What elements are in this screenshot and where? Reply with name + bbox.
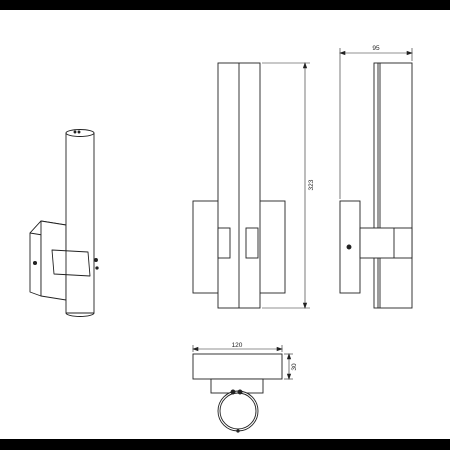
front-clamp-left — [217, 227, 231, 259]
side-clamp — [359, 227, 413, 259]
depth-arrow-right — [406, 50, 413, 56]
isometric-view — [29, 129, 99, 317]
iso-clamp — [51, 249, 91, 277]
height-dimension — [262, 62, 310, 309]
plate-depth-dimension — [284, 353, 293, 380]
plate-depth-arrow-top — [286, 353, 292, 360]
width-label: 120 — [232, 342, 243, 349]
width-arrow-right — [276, 346, 283, 352]
top-view — [192, 353, 283, 433]
top-tube-marker — [236, 429, 240, 433]
iso-tube — [65, 132, 95, 314]
iso-clamp-screw-2 — [95, 266, 99, 270]
iso-plate-screw — [32, 260, 38, 266]
iso-tube-bottom — [65, 312, 95, 317]
front-clamp-right — [245, 227, 259, 259]
height-arrow-top — [302, 62, 308, 69]
plate-depth-arrow-bottom — [286, 373, 292, 380]
front-view — [192, 62, 286, 309]
top-screw-right — [237, 389, 243, 395]
height-label: 323 — [308, 179, 315, 190]
side-plate-screw — [346, 244, 352, 250]
width-dimension — [192, 345, 283, 352]
height-arrow-bottom — [302, 302, 308, 309]
depth-dimension — [339, 48, 413, 199]
iso-tube-top-dot — [73, 130, 77, 134]
iso-tube-top-dot-2 — [77, 130, 81, 134]
iso-clamp-screw — [94, 258, 98, 262]
plate-depth-label: 30 — [291, 363, 298, 371]
width-arrow-left — [192, 346, 199, 352]
top-tube-ring — [217, 390, 259, 432]
top-black-bar — [0, 0, 450, 10]
top-wall-plate — [192, 353, 283, 380]
depth-arrow-left — [339, 50, 346, 56]
bottom-black-bar — [0, 439, 450, 450]
top-screw-left — [230, 389, 236, 395]
depth-label: 95 — [372, 45, 380, 52]
side-view — [339, 62, 413, 309]
